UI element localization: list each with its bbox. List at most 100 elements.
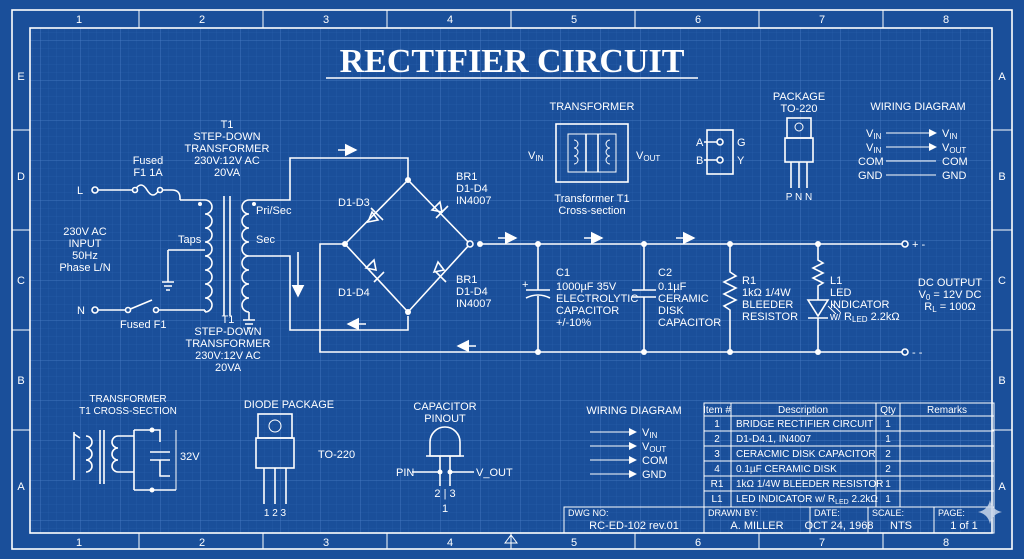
svg-text:1kΩ 1/4W BLEEDER RESISTOR: 1kΩ 1/4W BLEEDER RESISTOR (736, 479, 883, 490)
svg-text:T1: T1 (221, 119, 234, 131)
switch-b: B (696, 155, 703, 167)
svg-text:R1: R1 (711, 479, 724, 490)
svg-text:RESISTOR: RESISTOR (742, 311, 798, 323)
wiring-top-title: WIRING DIAGRAM (870, 101, 965, 113)
svg-text:Qty: Qty (880, 405, 896, 416)
svg-text:F1 1A: F1 1A (133, 167, 163, 179)
svg-text:w/ RLED 2.2kΩ: w/ RLED 2.2kΩ (829, 311, 900, 324)
row-left-1: D (17, 171, 25, 183)
row-right-3: B (998, 375, 1005, 387)
svg-text:Description: Description (778, 405, 828, 416)
row-right-0: A (998, 71, 1006, 83)
led-l1 (806, 241, 841, 355)
d14-label: D1-D4 (338, 287, 370, 299)
c1-label: C1 1000µF 35V ELECTROLYTIC CAPACITOR +/-… (556, 267, 638, 329)
svg-text:D1-D4.1, IN4007: D1-D4.1, IN4007 (736, 434, 811, 445)
br-top-label: BR1 D1-D4 IN4007 (456, 171, 491, 207)
row-right-2: C (998, 275, 1006, 287)
svg-text:COM: COM (858, 156, 884, 168)
svg-text:VOUT: VOUT (642, 441, 666, 454)
column-labels-bottom: 1 2 3 4 5 6 7 8 (76, 537, 949, 549)
svg-text:L1: L1 (830, 275, 842, 287)
bridge-rectifier (342, 177, 483, 315)
bom-table (703, 402, 995, 508)
svg-text:VIN: VIN (642, 427, 658, 440)
wiring-bottom-title: WIRING DIAGRAM (586, 405, 681, 417)
transformer-top-label: T1 STEP-DOWN TRANSFORMER 230V:12V AC 20V… (185, 119, 270, 179)
title-block-values: RC-ED-102 rev.01 A. MILLER OCT 24, 1968 … (589, 520, 978, 532)
col-3: 3 (323, 14, 329, 26)
svg-text:CERACMIC DISK CAPACITOR: CERACMIC DISK CAPACITOR (736, 449, 876, 460)
row-labels-left: E D C B A (17, 71, 25, 493)
column-labels-top: 1 2 3 4 5 6 7 8 (76, 14, 949, 26)
switch-a: A (696, 137, 704, 149)
svg-text:4: 4 (714, 464, 720, 475)
output-terminal-positive[interactable] (901, 240, 909, 248)
resistor-r1 (722, 241, 738, 355)
svg-text:DRAWN BY:: DRAWN BY: (708, 508, 758, 518)
svg-text:IN4007: IN4007 (456, 298, 491, 310)
svg-text:Fused: Fused (133, 155, 164, 167)
col-3-bottom: 3 (323, 537, 329, 549)
svg-text:1: 1 (885, 494, 891, 505)
svg-text:COM: COM (642, 455, 668, 467)
svg-text:2: 2 (885, 449, 891, 460)
svg-text:Item #: Item # (703, 405, 731, 416)
svg-text:OCT 24, 1968: OCT 24, 1968 (805, 520, 874, 532)
svg-text:DATE:: DATE: (814, 508, 840, 518)
svg-text:LED: LED (830, 287, 851, 299)
switch-node-b (152, 306, 160, 314)
outer-border (11, 9, 1013, 550)
svg-text:LED INDICATOR w/ RLED 2.2kΩ: LED INDICATOR w/ RLED 2.2kΩ (736, 494, 878, 506)
sec-bottom-wire (249, 255, 409, 331)
negative-rail (319, 243, 905, 353)
fuse-top-label: Fused F1 1A (133, 155, 164, 179)
svg-text:1 of 1: 1 of 1 (950, 520, 978, 532)
terminal-l[interactable] (91, 186, 99, 194)
output-plus-label: + - (912, 239, 925, 251)
col-8-bottom: 8 (943, 537, 949, 549)
terminal-n[interactable] (91, 306, 99, 314)
switch-inset (704, 129, 734, 175)
wiring-bottom-arrows (590, 428, 637, 478)
capacitor-pinout-icon (412, 426, 474, 486)
capacitor-c2 (632, 241, 656, 355)
col-6-bottom: 6 (695, 537, 701, 549)
svg-text:C2: C2 (658, 267, 672, 279)
tx-cross-title: TRANSFORMER T1 CROSS-SECTION (79, 394, 177, 417)
svg-text:50Hz: 50Hz (72, 250, 98, 262)
row-labels-right: A B C B A (998, 71, 1006, 493)
svg-text:2: 2 (885, 464, 891, 475)
svg-text:V0 = 12V DC: V0 = 12V DC (919, 289, 982, 302)
center-marker-icon (504, 534, 518, 549)
diode-pkg-pins: 1 2 3 (264, 508, 287, 519)
svg-text:VOUT: VOUT (942, 142, 966, 155)
capacitor-c1: + (522, 241, 551, 355)
svg-text:STEP-DOWN: STEP-DOWN (193, 131, 260, 143)
svg-text:+: + (522, 279, 528, 291)
svg-text:230V:12V AC: 230V:12V AC (195, 350, 261, 362)
svg-text:DWG NO:: DWG NO: (568, 508, 609, 518)
svg-text:GND: GND (642, 469, 667, 481)
row-right-4: A (998, 481, 1006, 493)
svg-text:COM: COM (942, 156, 968, 168)
svg-text:GND: GND (942, 170, 967, 182)
svg-text:L1: L1 (711, 494, 723, 505)
grid (30, 28, 992, 533)
cap-pin1-label: 1 (442, 503, 448, 515)
svg-text:BLEEDER: BLEEDER (742, 299, 793, 311)
output-terminal-negative[interactable] (901, 348, 909, 356)
fuse-top-wire (98, 184, 181, 200)
row-right-1: B (998, 171, 1005, 183)
sparkle-icon (978, 500, 1002, 524)
svg-text:RC-ED-102 rev.01: RC-ED-102 rev.01 (589, 520, 679, 532)
svg-text:230V AC: 230V AC (63, 226, 106, 238)
bom-headers: Item # Description Qty Remarks (703, 405, 967, 416)
switch-g: G (737, 137, 746, 149)
cap-pinout-title: CAPACITOR PINOUT (413, 401, 476, 425)
svg-text:20VA: 20VA (214, 167, 241, 179)
svg-text:D1-D4: D1-D4 (456, 286, 488, 298)
